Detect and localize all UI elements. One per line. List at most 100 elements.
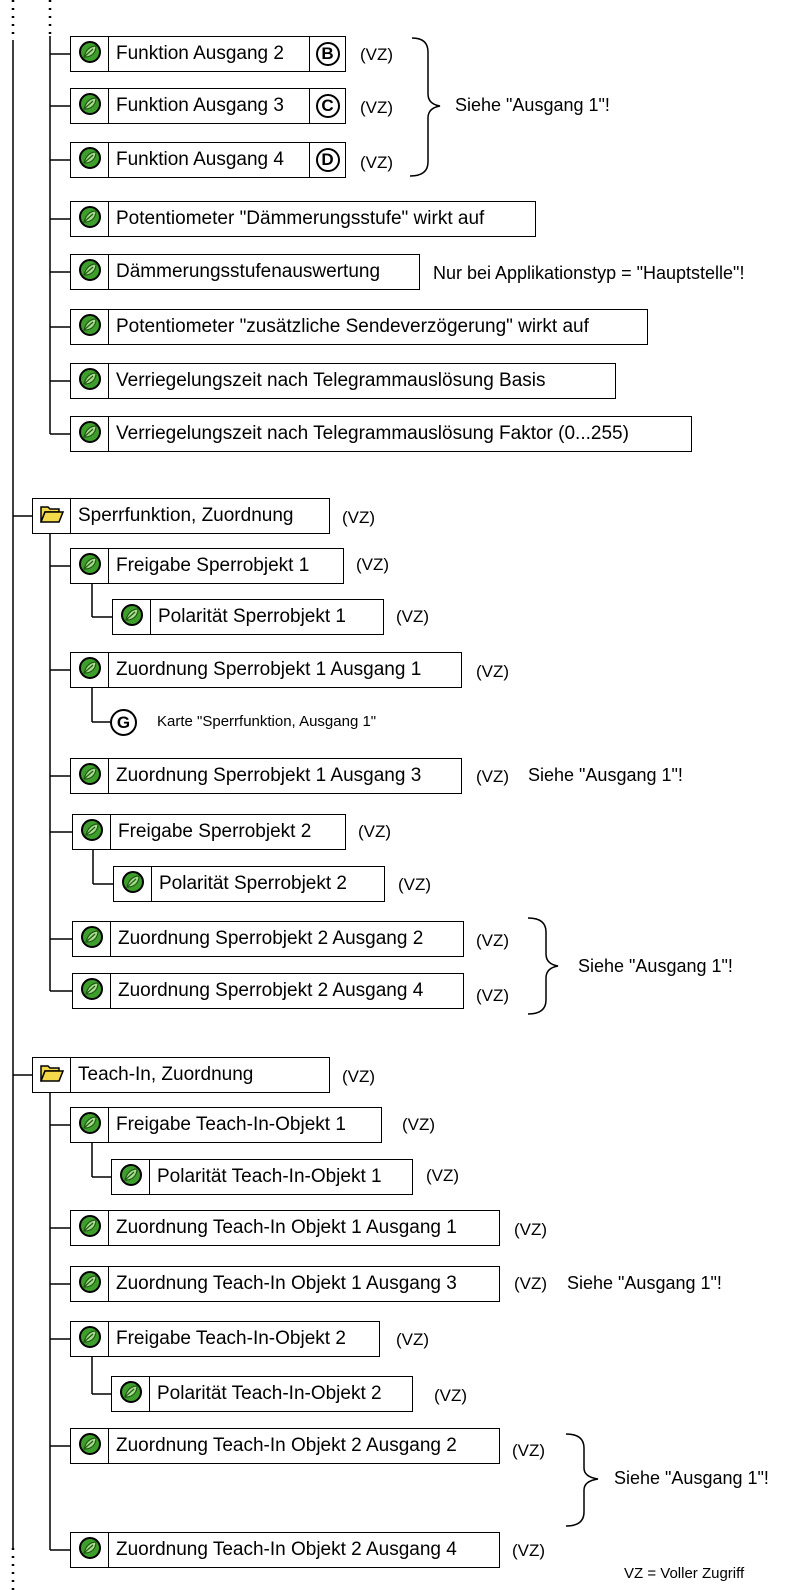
parameter-label: Zuordnung Teach-In Objekt 1 Ausgang 3 bbox=[116, 1273, 457, 1294]
leaf-icon-cell bbox=[71, 417, 109, 451]
marker-cell: C bbox=[309, 89, 345, 123]
green-leaf-icon bbox=[78, 1536, 102, 1565]
see-output1-note: Siehe "Ausgang 1"! bbox=[455, 95, 610, 115]
green-leaf-icon bbox=[78, 40, 102, 69]
parameter-label: Zuordnung Teach-In Objekt 1 Ausgang 1 bbox=[116, 1217, 457, 1238]
parameter-poti-sendeverz[interactable]: Potentiometer "zusätzliche Sendeverzöger… bbox=[70, 309, 648, 345]
green-leaf-icon bbox=[78, 205, 102, 234]
green-leaf-icon bbox=[80, 977, 104, 1006]
parameter-verriegelung-faktor[interactable]: Verriegelungszeit nach Telegrammauslösun… bbox=[70, 416, 692, 452]
marker-d: D bbox=[315, 148, 340, 172]
marker-cell: B bbox=[309, 37, 345, 71]
vz-note: (VZ) bbox=[360, 45, 394, 64]
see-output1-note: Siehe "Ausgang 1"! bbox=[614, 1468, 769, 1488]
vz-note: (VZ) bbox=[356, 555, 390, 574]
see-output1-note: Siehe "Ausgang 1"! bbox=[528, 765, 683, 785]
leaf-icon-cell bbox=[71, 1211, 109, 1245]
marker-g: G bbox=[110, 709, 137, 736]
green-leaf-icon bbox=[119, 1163, 143, 1192]
parameter-func-out4[interactable]: Funktion Ausgang 4 D bbox=[70, 142, 346, 178]
green-leaf-icon bbox=[121, 870, 145, 899]
green-leaf-icon bbox=[78, 552, 102, 581]
vz-note: (VZ) bbox=[360, 98, 394, 117]
leaf-icon-cell bbox=[114, 867, 152, 901]
green-leaf-icon bbox=[78, 313, 102, 342]
parameter-label: Potentiometer "zusätzliche Sendeverzöger… bbox=[116, 316, 589, 337]
parameter-label: Dämmerungsstufenauswertung bbox=[116, 261, 381, 282]
parameter-poti-daemmerung[interactable]: Potentiometer "Dämmerungsstufe" wirkt au… bbox=[70, 201, 536, 237]
parameter-zuord-sperr2-out4[interactable]: Zuordnung Sperrobjekt 2 Ausgang 4 bbox=[72, 973, 464, 1009]
vz-note: (VZ) bbox=[476, 662, 510, 681]
green-leaf-icon bbox=[78, 1111, 102, 1140]
leaf-icon-cell bbox=[71, 143, 109, 177]
parameter-zuord-teach2-out4[interactable]: Zuordnung Teach-In Objekt 2 Ausgang 4 bbox=[70, 1532, 500, 1568]
parameter-func-out2[interactable]: Funktion Ausgang 2 B bbox=[70, 36, 346, 72]
folder-teach-in[interactable]: Teach-In, Zuordnung bbox=[32, 1057, 330, 1093]
vz-note: (VZ) bbox=[342, 1067, 376, 1086]
parameter-label: Polarität Sperrobjekt 2 bbox=[159, 873, 347, 894]
parameter-verriegelung-basis[interactable]: Verriegelungszeit nach Telegrammauslösun… bbox=[70, 363, 616, 399]
folder-icon-cell bbox=[33, 499, 71, 533]
leaf-icon-cell bbox=[71, 310, 109, 344]
leaf-icon-cell bbox=[71, 549, 109, 583]
parameter-freigabe-teach2[interactable]: Freigabe Teach-In-Objekt 2 bbox=[70, 1321, 380, 1357]
vz-note: (VZ) bbox=[514, 1220, 548, 1239]
vz-note: (VZ) bbox=[426, 1166, 460, 1185]
parameter-zuord-sperr1-out3[interactable]: Zuordnung Sperrobjekt 1 Ausgang 3 bbox=[70, 758, 462, 794]
parameter-zuord-teach1-out3[interactable]: Zuordnung Teach-In Objekt 1 Ausgang 3 bbox=[70, 1266, 500, 1302]
parameter-label: Polarität Sperrobjekt 1 bbox=[158, 606, 346, 627]
leaf-icon-cell bbox=[71, 1533, 109, 1567]
folder-label: Sperrfunktion, Zuordnung bbox=[78, 505, 294, 526]
parameter-label: Funktion Ausgang 4 bbox=[116, 149, 284, 170]
parameter-label: Verriegelungszeit nach Telegrammauslösun… bbox=[116, 370, 546, 391]
vz-note: (VZ) bbox=[512, 1541, 546, 1560]
parameter-label: Verriegelungszeit nach Telegrammauslösun… bbox=[116, 423, 629, 444]
vz-note: (VZ) bbox=[342, 508, 376, 527]
parameter-label: Zuordnung Sperrobjekt 1 Ausgang 3 bbox=[116, 765, 422, 786]
parameter-label: Zuordnung Sperrobjekt 2 Ausgang 2 bbox=[118, 928, 424, 949]
green-leaf-icon bbox=[78, 367, 102, 396]
green-leaf-icon bbox=[119, 1380, 143, 1409]
green-leaf-icon bbox=[78, 420, 102, 449]
karte-note: Karte "Sperrfunktion, Ausgang 1" bbox=[157, 713, 377, 730]
folder-icon-cell bbox=[33, 1058, 71, 1092]
parameter-func-out3[interactable]: Funktion Ausgang 3 C bbox=[70, 88, 346, 124]
leaf-icon-cell bbox=[73, 922, 111, 956]
parameter-zuord-teach2-out2[interactable]: Zuordnung Teach-In Objekt 2 Ausgang 2 bbox=[70, 1428, 500, 1464]
parameter-label: Zuordnung Sperrobjekt 1 Ausgang 1 bbox=[116, 659, 422, 680]
vz-note: (VZ) bbox=[402, 1115, 436, 1134]
parameter-polaritaet-teach1[interactable]: Polarität Teach-In-Objekt 1 bbox=[111, 1159, 413, 1195]
hauptstelle-note: Nur bei Applikationstyp = "Hauptstelle"! bbox=[433, 263, 745, 283]
parameter-label: Freigabe Sperrobjekt 2 bbox=[118, 821, 312, 842]
parameter-polaritaet-sperr2[interactable]: Polarität Sperrobjekt 2 bbox=[113, 866, 385, 902]
see-output1-note: Siehe "Ausgang 1"! bbox=[567, 1273, 722, 1293]
leaf-icon-cell bbox=[71, 37, 109, 71]
leaf-icon-cell bbox=[112, 1377, 150, 1411]
parameter-label: Funktion Ausgang 3 bbox=[116, 95, 284, 116]
parameter-label: Polarität Teach-In-Objekt 1 bbox=[157, 1166, 382, 1187]
leaf-icon-cell bbox=[73, 815, 111, 849]
parameter-zuord-teach1-out1[interactable]: Zuordnung Teach-In Objekt 1 Ausgang 1 bbox=[70, 1210, 500, 1246]
parameter-freigabe-sperr2[interactable]: Freigabe Sperrobjekt 2 bbox=[72, 814, 346, 850]
parameter-polaritaet-teach2[interactable]: Polarität Teach-In-Objekt 2 bbox=[111, 1376, 413, 1412]
parameter-zuord-sperr1-out1[interactable]: Zuordnung Sperrobjekt 1 Ausgang 1 bbox=[70, 652, 462, 688]
parameter-polaritaet-sperr1[interactable]: Polarität Sperrobjekt 1 bbox=[112, 599, 384, 635]
open-folder-icon bbox=[39, 503, 65, 530]
marker-b: B bbox=[315, 42, 340, 66]
leaf-icon-cell bbox=[71, 364, 109, 398]
parameter-freigabe-teach1[interactable]: Freigabe Teach-In-Objekt 1 bbox=[70, 1107, 382, 1143]
vz-note: (VZ) bbox=[396, 607, 430, 626]
folder-sperrfunktion[interactable]: Sperrfunktion, Zuordnung bbox=[32, 498, 330, 534]
parameter-zuord-sperr2-out2[interactable]: Zuordnung Sperrobjekt 2 Ausgang 2 bbox=[72, 921, 464, 957]
parameter-daemmerung-auswertung[interactable]: Dämmerungsstufenauswertung bbox=[70, 254, 420, 290]
parameter-label: Freigabe Teach-In-Objekt 2 bbox=[116, 1328, 346, 1349]
vz-note: (VZ) bbox=[514, 1274, 548, 1293]
leaf-icon-cell bbox=[73, 974, 111, 1008]
open-folder-icon bbox=[39, 1062, 65, 1089]
green-leaf-icon bbox=[80, 925, 104, 954]
leaf-icon-cell bbox=[71, 1108, 109, 1142]
parameter-freigabe-sperr1[interactable]: Freigabe Sperrobjekt 1 bbox=[70, 548, 344, 584]
green-leaf-icon bbox=[78, 1214, 102, 1243]
vz-note: (VZ) bbox=[476, 931, 510, 950]
